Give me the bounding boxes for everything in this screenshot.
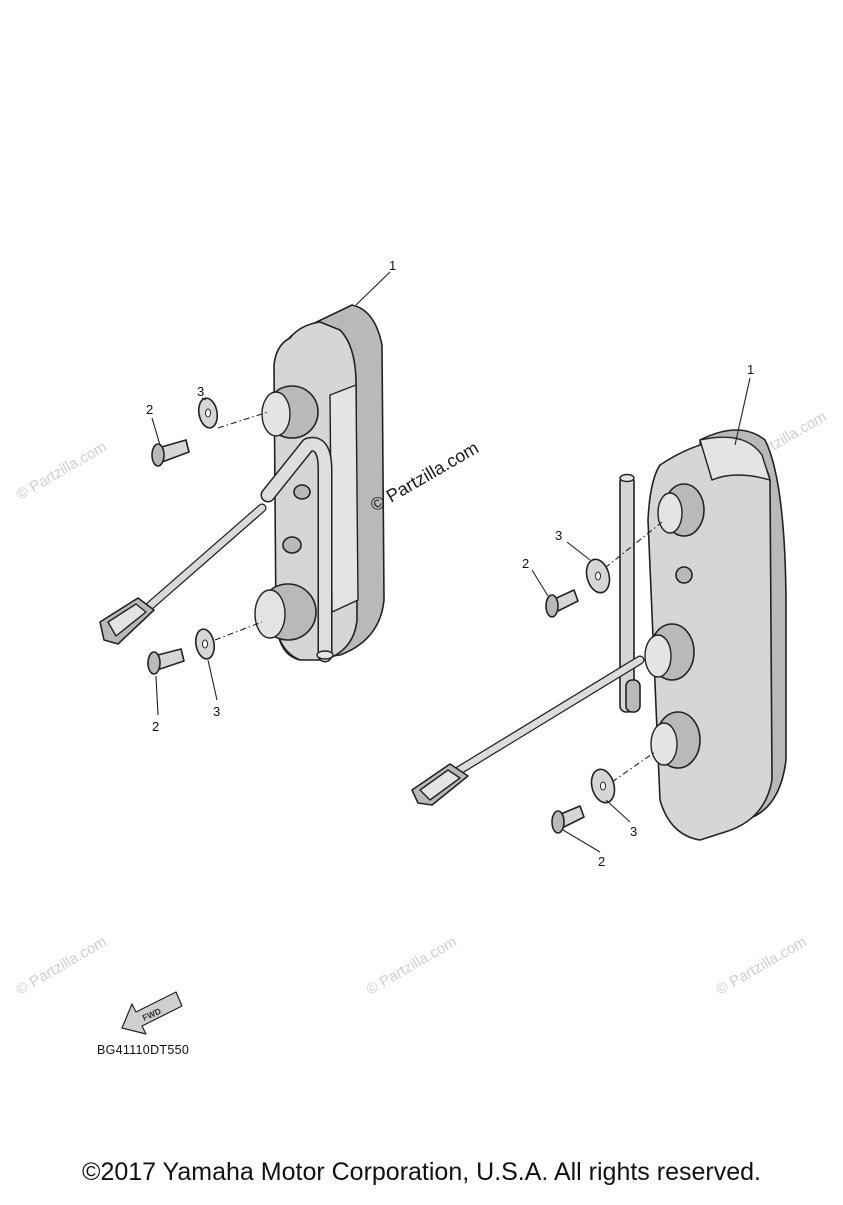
right-pipe-top xyxy=(619,473,635,483)
right-cover-leader xyxy=(734,377,751,446)
right-washer-top-leader xyxy=(566,541,591,561)
callout-right-bolt-top: 2 xyxy=(522,556,529,571)
left-bottom-fasteners xyxy=(147,621,263,675)
left-cover-assembly xyxy=(99,304,385,663)
left-bottom-centerline xyxy=(214,621,263,641)
right-bolt-top-head xyxy=(545,594,559,618)
left-cover-rib xyxy=(329,384,359,613)
callout-right-washer-bottom: 3 xyxy=(630,824,637,839)
watermark-1: © Partzilla.com xyxy=(14,438,110,503)
left-bolt-bottom-leader xyxy=(155,675,159,716)
fwd-arrow: FWD xyxy=(121,991,183,1035)
right-stud xyxy=(675,566,693,584)
watermark-main: © Partzilla.com xyxy=(367,437,482,515)
callout-right-cover: 1 xyxy=(747,362,754,377)
right-cable xyxy=(436,656,644,786)
part-code: BG41110DT550 xyxy=(97,1043,189,1057)
copyright-notice: ©2017 Yamaha Motor Corporation, U.S.A. A… xyxy=(82,1158,761,1186)
left-washer-bottom-hole xyxy=(202,639,208,649)
right-bottom-fasteners xyxy=(551,751,656,834)
left-cable xyxy=(124,504,266,629)
left-boss-top-face xyxy=(261,391,291,437)
left-bolt-top-head xyxy=(151,443,165,467)
left-washer-top-hole xyxy=(205,408,211,418)
right-bolt-bottom-leader xyxy=(562,829,601,853)
left-stud xyxy=(282,536,302,554)
right-boss-middle-face xyxy=(644,634,672,678)
left-connector-face xyxy=(107,603,147,637)
left-bolt-top-leader xyxy=(151,417,161,446)
callout-left-bolt-bottom: 2 xyxy=(152,719,159,734)
fwd-arrow-icon xyxy=(121,991,183,1035)
callout-left-cover: 1 xyxy=(389,258,396,273)
left-callouts: 1 2 3 2 3 xyxy=(146,258,396,734)
callout-left-bolt-top: 2 xyxy=(146,402,153,417)
left-hose-end xyxy=(316,650,334,660)
left-hose xyxy=(262,438,331,661)
right-washer-bottom-leader xyxy=(605,799,631,823)
right-bottom-centerline xyxy=(611,751,656,783)
right-boss-top-face xyxy=(657,492,683,534)
right-washer-top-hole xyxy=(595,571,601,581)
left-top-centerline xyxy=(217,411,269,429)
right-top-centerline xyxy=(604,521,663,569)
right-top-fasteners xyxy=(545,521,663,618)
right-cover-assembly xyxy=(411,429,787,841)
left-washer-bottom-leader xyxy=(207,659,218,701)
left-bolt-bottom-head xyxy=(147,651,161,675)
left-top-fasteners xyxy=(151,397,269,467)
watermark-4: © Partzilla.com xyxy=(714,933,810,998)
callout-right-bolt-bottom: 2 xyxy=(598,854,605,869)
right-pipe xyxy=(619,475,635,713)
callout-left-washer-top: 3 xyxy=(197,384,204,399)
left-cover-leader xyxy=(355,271,391,306)
left-hose-clip xyxy=(293,484,311,500)
right-boss-bottom-face xyxy=(650,722,678,766)
right-pipe-sleeve xyxy=(625,679,641,713)
left-washer-top-leader xyxy=(201,397,207,401)
right-bolt-top-leader xyxy=(531,569,549,597)
watermark-2: © Partzilla.com xyxy=(14,933,110,998)
right-connector-face xyxy=(419,769,461,801)
right-washer-bottom-hole xyxy=(600,781,606,791)
right-cover-top-rim xyxy=(699,436,771,481)
left-boss-bottom-face xyxy=(254,589,286,639)
callout-left-washer-bottom: 3 xyxy=(213,704,220,719)
watermark-3: © Partzilla.com xyxy=(364,933,460,998)
callout-right-washer-top: 3 xyxy=(555,528,562,543)
right-callouts: 1 3 2 3 2 xyxy=(522,362,754,869)
right-bolt-bottom-head xyxy=(551,810,565,834)
